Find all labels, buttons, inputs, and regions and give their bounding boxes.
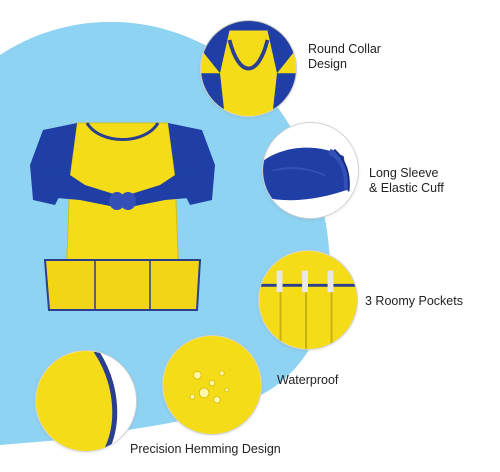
water-droplets-closeup-icon	[162, 335, 262, 435]
round-collar-line-1: Round Collar	[308, 42, 381, 56]
roomy-pockets-label: 3 Roomy Pockets	[365, 294, 463, 309]
long-sleeve-label: Long Sleeve & Elastic Cuff	[369, 166, 444, 196]
round-collar-label: Round Collar Design	[308, 42, 381, 72]
long-sleeve-line-2: & Elastic Cuff	[369, 181, 444, 195]
sleeve-cuff-closeup-icon	[262, 122, 359, 219]
hem-closeup-icon	[35, 350, 137, 452]
long-sleeve-line-1: Long Sleeve	[369, 166, 439, 180]
smock-product-image	[25, 115, 220, 315]
hemming-line-1: Precision Hemming Design	[130, 442, 281, 456]
round-collar-line-2: Design	[308, 57, 347, 71]
hemming-label: Precision Hemming Design	[130, 442, 281, 457]
pockets-closeup-icon	[258, 250, 358, 350]
waterproof-label: Waterproof	[277, 373, 338, 388]
art-smock-icon	[30, 122, 215, 311]
collar-closeup-icon	[200, 20, 297, 117]
waterproof-line-1: Waterproof	[277, 373, 339, 387]
roomy-pockets-line-1: 3 Roomy Pockets	[365, 294, 463, 308]
